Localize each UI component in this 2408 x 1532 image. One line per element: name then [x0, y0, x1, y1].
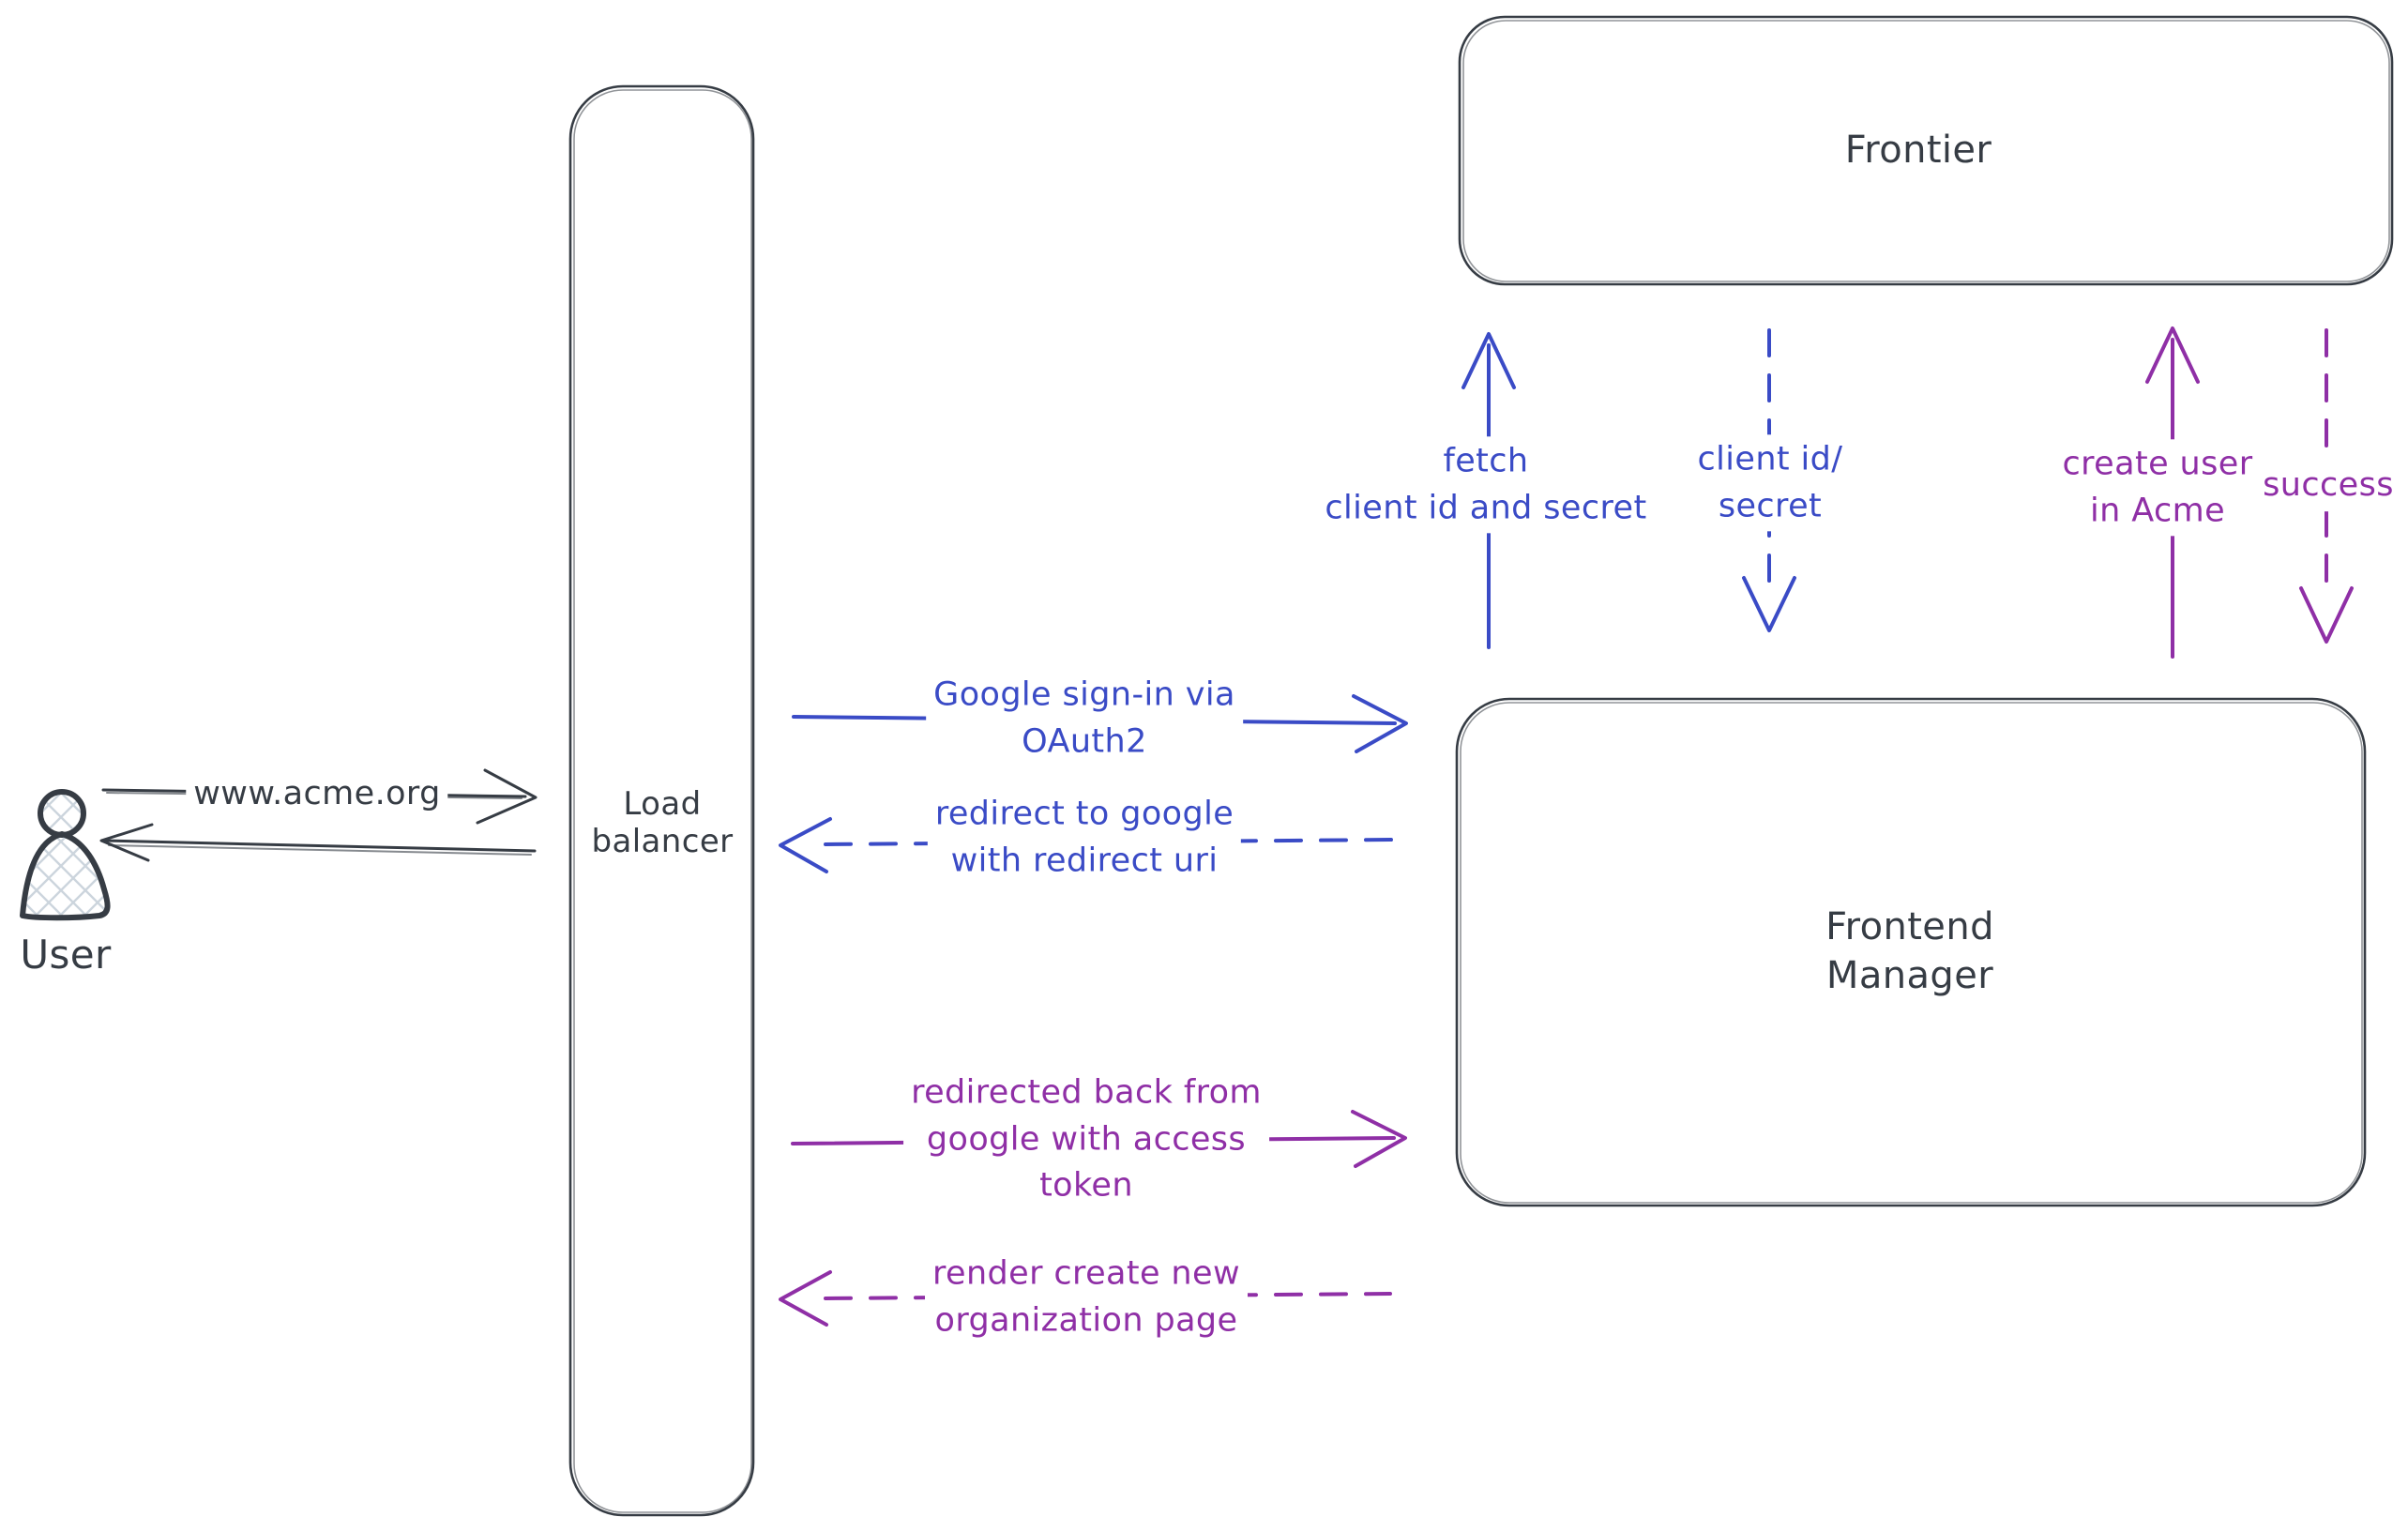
label-google-signin: Google sign-in via OAuth2 [926, 670, 1243, 767]
frontier-box [1458, 15, 2394, 286]
frontend-manager-label: Frontend Manager [1825, 905, 1994, 997]
label-render-page: render create new organization page [925, 1249, 1248, 1346]
frontier-label: Frontier [1844, 129, 1992, 172]
arrow-client-id-secret [1742, 328, 1796, 632]
label-success: success [2255, 461, 2401, 511]
frontend-manager-box [1455, 697, 2367, 1207]
arrow-return-to-user [99, 823, 537, 862]
label-client-id-secret: client id/ secret [1689, 434, 1851, 532]
label-fetch-client: fetch client id and secret [1317, 436, 1655, 534]
label-create-user: create user in Acme [2054, 439, 2261, 537]
user-icon [20, 789, 111, 921]
load-balancer-label: Load balancer [591, 784, 734, 860]
load-balancer-box [568, 84, 755, 1517]
label-redirect-google: redirect to google with redirect uri [927, 789, 1242, 887]
user-label: User [20, 932, 112, 978]
label-www-acme: www.acme.org [186, 769, 448, 820]
label-redirected-back: redirected back from google with access … [903, 1068, 1269, 1212]
